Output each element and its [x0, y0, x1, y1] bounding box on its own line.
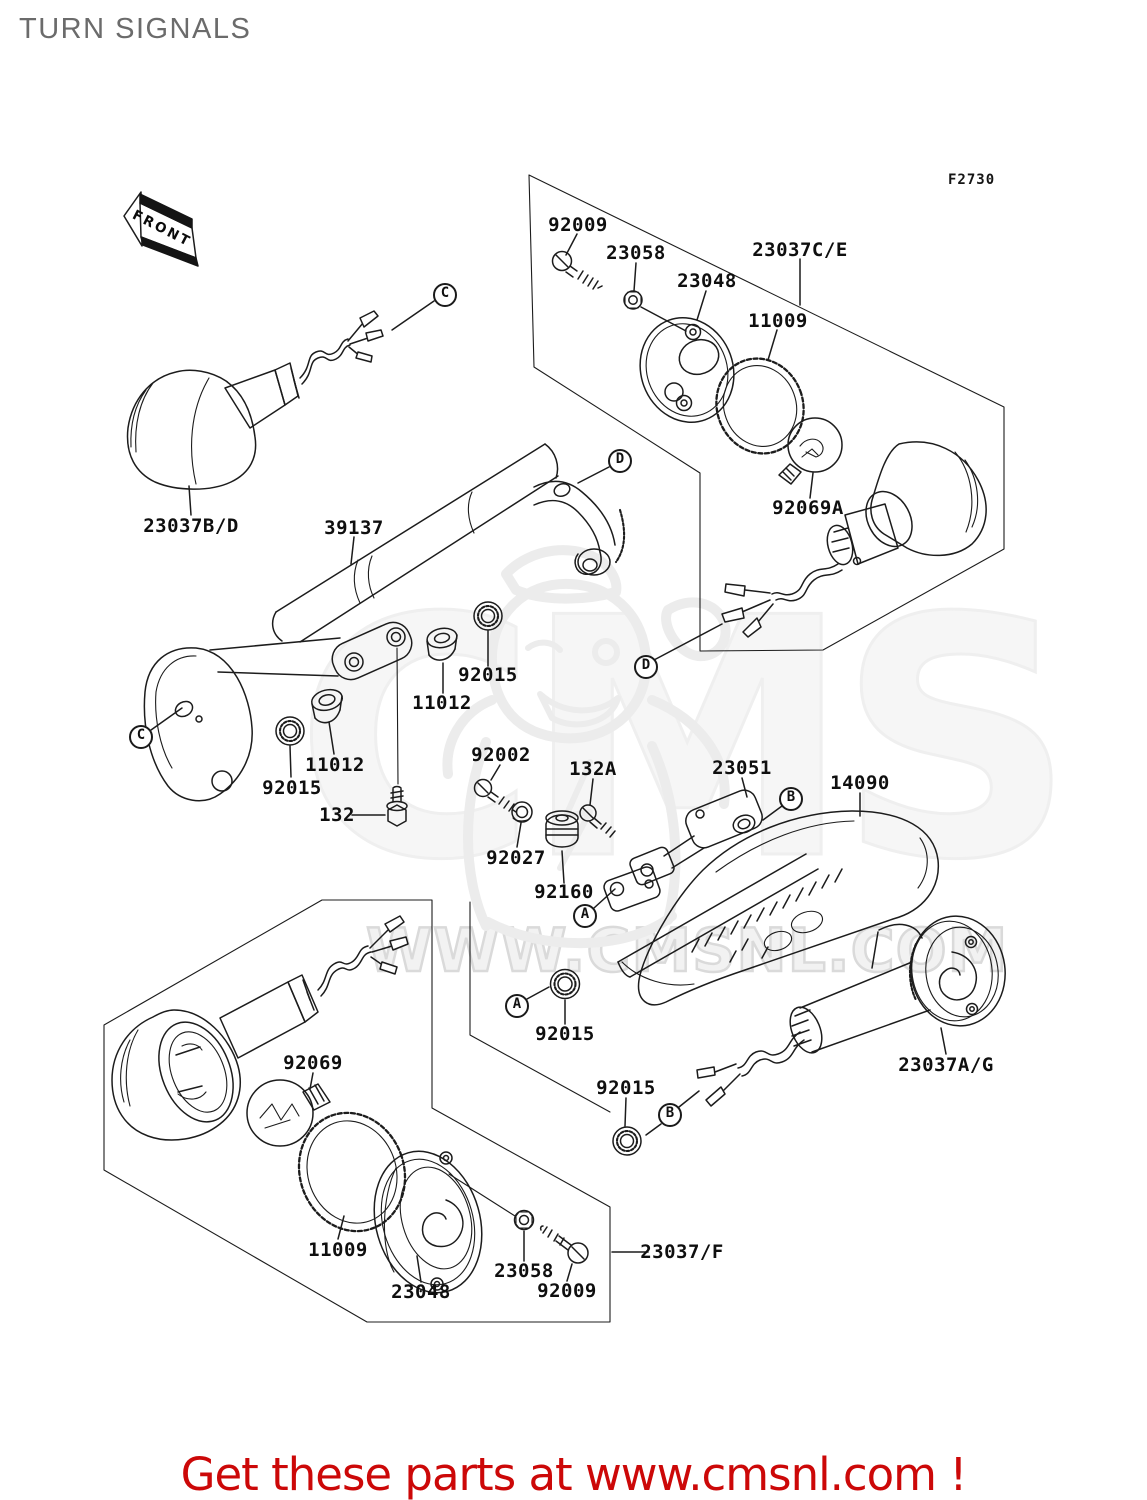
nut-92015-center	[549, 968, 581, 1000]
screw-132a	[579, 804, 616, 838]
nut-92015-left	[275, 716, 305, 746]
part-label-11012-left: 11012	[305, 754, 365, 776]
cover-hatching	[691, 868, 843, 963]
nut-92015-upper-right	[473, 601, 503, 631]
footer-banner: Get these parts at www.cmsnl.com !	[180, 1448, 968, 1500]
part-label-92069a: 92069A	[772, 497, 844, 519]
screw-132	[386, 647, 408, 827]
part-label-92160: 92160	[534, 881, 594, 903]
part-label-14090: 14090	[830, 772, 890, 794]
callout-d-lower: D	[634, 655, 658, 679]
screw-92009-front	[551, 250, 603, 290]
part-label-23037-b-d: 23037B/D	[143, 515, 239, 537]
callout-c-left: C	[129, 725, 153, 749]
part-label-132a: 132A	[569, 758, 617, 780]
bushing-11012-left	[311, 688, 343, 724]
nut-92015-lower-right	[612, 1126, 642, 1156]
bracket-39137	[143, 443, 626, 802]
part-label-92015-left: 92015	[262, 777, 322, 799]
part-label-92002: 92002	[471, 744, 531, 766]
rear-signal-group-box	[103, 899, 611, 1323]
callout-c-upper: C	[433, 283, 457, 307]
lens-23048-rear	[373, 1150, 516, 1294]
part-label-23048-rear: 23048	[391, 1281, 451, 1303]
callout-a-lower: A	[505, 994, 529, 1018]
bracket-stay	[603, 853, 819, 986]
lamp-rear-left	[111, 915, 409, 1141]
bushing-11012-upper-right	[426, 627, 458, 661]
figure-code: F2730	[948, 172, 996, 188]
part-label-11009-front: 11009	[748, 310, 808, 332]
lamp-front-right	[721, 441, 987, 638]
part-label-23037-c-e: 23037C/E	[752, 239, 848, 261]
part-label-11012-upper-right: 11012	[412, 692, 472, 714]
part-label-92009-front: 92009	[548, 214, 608, 236]
damper-92160	[545, 810, 579, 848]
bulb-92069-rear	[246, 1079, 331, 1147]
leader-lines	[150, 233, 947, 1283]
housing-23048-front	[639, 317, 735, 423]
part-label-23037-f: 23037/F	[640, 1241, 724, 1263]
lamp-rear-right	[696, 915, 1006, 1107]
part-label-11009-rear: 11009	[308, 1239, 368, 1261]
gasket-11009-front	[715, 357, 805, 455]
front-direction-arrow	[123, 191, 199, 267]
nut-23058-rear	[513, 1209, 535, 1231]
gasket-11009-rear	[297, 1111, 407, 1233]
bulb-92069a	[778, 417, 843, 485]
collar-92027	[511, 801, 533, 823]
part-label-92009-rear: 92009	[537, 1280, 597, 1302]
page-title: TURN SIGNALS	[19, 13, 252, 45]
part-label-23048-front: 23048	[677, 270, 737, 292]
callout-d-upper: D	[608, 449, 632, 473]
callout-b-mid: B	[779, 787, 803, 811]
part-label-92015-center: 92015	[535, 1023, 595, 1045]
watermark-brand-text: CMS	[293, 548, 1076, 932]
nut-23058-front	[623, 290, 643, 310]
part-label-23051: 23051	[712, 757, 772, 779]
part-label-23058-front: 23058	[606, 242, 666, 264]
part-label-23058-rear: 23058	[494, 1260, 554, 1282]
callout-b-lower: B	[658, 1103, 682, 1127]
cover-14090	[637, 810, 940, 1006]
part-label-23037-a-g: 23037A/G	[898, 1054, 994, 1076]
part-label-92015-lower-right: 92015	[596, 1077, 656, 1099]
part-label-92027: 92027	[486, 847, 546, 869]
part-label-39137: 39137	[324, 517, 384, 539]
part-label-132: 132	[319, 804, 355, 826]
lamp-front-left	[126, 310, 384, 490]
screw-92002	[473, 778, 517, 813]
bracket-23051	[629, 789, 763, 886]
callout-a-mid: A	[573, 904, 597, 928]
watermark-url-text: WWW.CMSNL.COM	[365, 915, 1009, 988]
screw-92009-rear	[539, 1225, 589, 1264]
part-label-92015-upper-right: 92015	[458, 664, 518, 686]
front-signal-group-box	[528, 174, 1005, 652]
part-label-92069-rear: 92069	[283, 1052, 343, 1074]
